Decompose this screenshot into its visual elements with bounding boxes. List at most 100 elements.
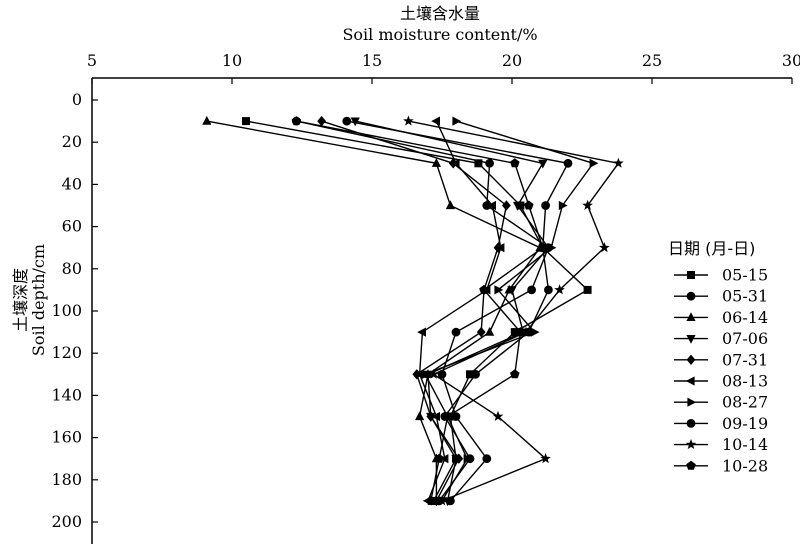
legend-label: 08-13 [722, 372, 768, 391]
series-line [321, 120, 508, 502]
data-point [516, 201, 525, 210]
legend-items: 05-15 05-31 06-14 07-06 07-31 08-13 08-27 09-19… [674, 266, 768, 475]
data-point [582, 199, 593, 210]
series-line [408, 120, 620, 502]
data-point [431, 158, 441, 167]
legend-label: 09-19 [722, 414, 768, 433]
data-point [547, 243, 557, 253]
legend-item: 05-15 [674, 266, 768, 285]
data-point [202, 115, 212, 125]
legend-item: 07-31 [674, 350, 768, 369]
series-line [418, 120, 502, 502]
data-point [507, 286, 517, 296]
legend-label: 05-15 [722, 266, 768, 285]
x-axis-label: Soil moisture content/% [342, 25, 537, 44]
data-point [414, 369, 424, 379]
data-point [492, 410, 504, 421]
legend-item: 06-14 [674, 308, 768, 327]
data-point [485, 158, 494, 168]
legend-label: 06-14 [722, 308, 768, 327]
data-point [589, 158, 599, 168]
legend-label: 07-31 [722, 350, 768, 369]
legend-label: 10-14 [722, 435, 768, 454]
data-point [471, 369, 480, 379]
series-07-31 [317, 115, 511, 507]
data-point [502, 200, 511, 211]
data-point [476, 326, 486, 338]
data-point [474, 159, 483, 168]
data-point [417, 327, 426, 337]
legend-label: 08-27 [722, 393, 768, 412]
legend-label: 05-31 [722, 287, 768, 306]
data-point [428, 368, 439, 379]
data-point [495, 243, 505, 253]
data-point [527, 285, 536, 295]
legend-marker [686, 419, 696, 428]
y-tick-label: 100 [51, 301, 82, 320]
series-06-14 [202, 115, 545, 505]
data-point [554, 284, 565, 295]
y-tick-label: 0 [72, 90, 82, 109]
y-tick-label: 120 [51, 343, 82, 362]
x-tick-label: 30 [782, 51, 800, 70]
y-axis-title: 土壤深度 Soil depth/cm [11, 244, 48, 356]
data-point [583, 285, 592, 294]
data-point [479, 284, 489, 294]
data-point [544, 285, 553, 295]
y-tick-label: 180 [51, 470, 82, 489]
legend-marker [687, 271, 695, 279]
legend-marker [686, 335, 696, 344]
data-point [513, 201, 523, 211]
data-point [510, 158, 520, 168]
data-point [485, 326, 495, 336]
data-point [454, 453, 464, 464]
data-point [510, 328, 519, 337]
series-line [296, 120, 544, 502]
y-tick-label: 160 [51, 428, 82, 447]
data-point [431, 116, 440, 126]
data-point [599, 242, 610, 253]
data-point [487, 200, 496, 211]
data-point [515, 327, 526, 337]
data-point [520, 326, 532, 337]
data-point [465, 454, 475, 464]
data-point [510, 369, 520, 379]
data-point [466, 370, 474, 379]
series-10-14 [403, 115, 624, 506]
data-point [451, 412, 461, 421]
data-point [613, 157, 624, 168]
x-tick-label: 5 [87, 51, 97, 70]
series-09-19 [342, 116, 573, 506]
data-point [450, 158, 460, 168]
data-point [421, 369, 431, 379]
data-point [540, 453, 551, 464]
legend-label: 10-28 [722, 456, 768, 475]
y-tick-label: 140 [51, 385, 82, 404]
series-line [206, 120, 542, 501]
data-point [434, 453, 444, 463]
data-point [538, 159, 548, 169]
data-point [482, 201, 492, 210]
legend-marker [686, 354, 696, 365]
data-point [541, 201, 550, 210]
data-point [426, 411, 436, 422]
legend-marker [685, 376, 695, 386]
plot-area [202, 115, 624, 507]
legend-marker [687, 397, 697, 407]
data-point [442, 411, 453, 421]
legend-label: 07-06 [722, 329, 768, 348]
data-point [350, 117, 360, 127]
data-point [317, 115, 326, 127]
series-line [346, 120, 570, 502]
chart-title-cn: 土壤含水量 [400, 4, 480, 23]
data-point [452, 116, 462, 126]
legend-item: 08-13 [674, 372, 768, 391]
x-tick-label: 10 [222, 51, 242, 70]
legend-item: 07-06 [674, 329, 768, 348]
x-tick-label: 15 [362, 51, 382, 70]
series-10-28 [291, 116, 548, 505]
data-point [436, 495, 448, 506]
data-point [451, 327, 461, 337]
legend-marker [686, 460, 696, 470]
